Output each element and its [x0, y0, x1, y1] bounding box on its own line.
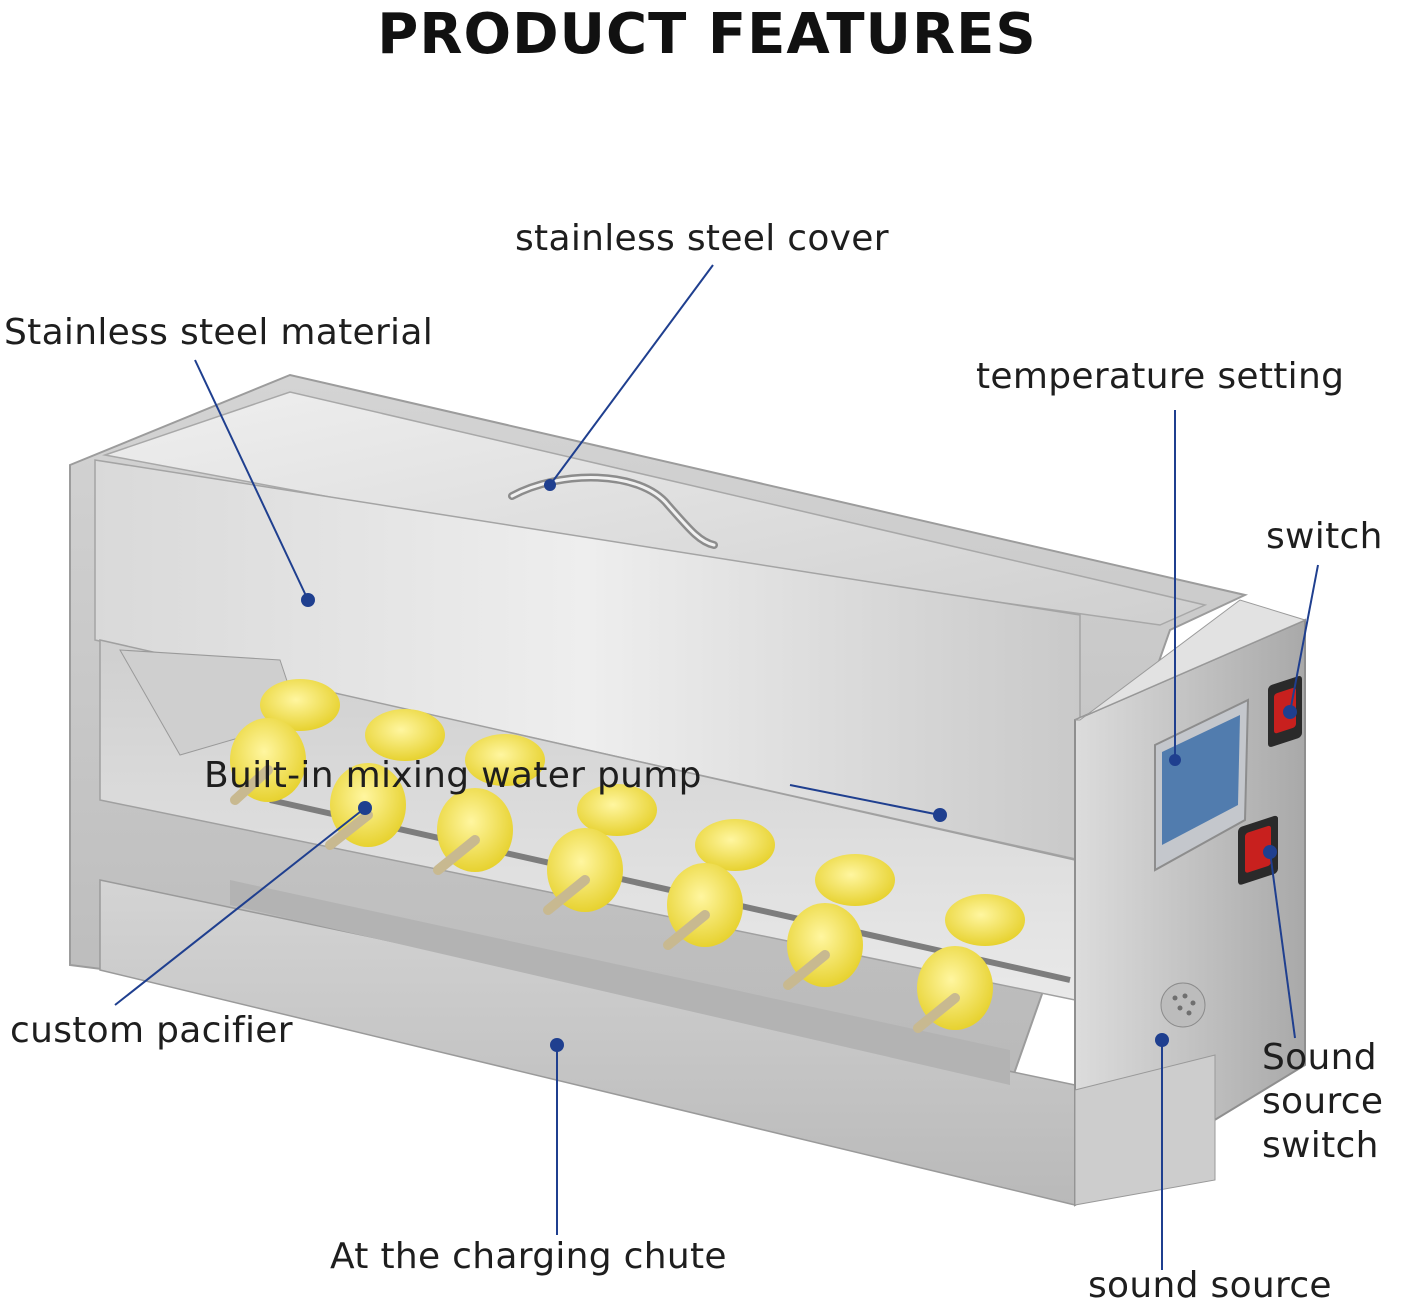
speaker-grille	[1160, 982, 1206, 1028]
callout-material	[194, 359, 309, 601]
callout-cover	[549, 264, 714, 486]
label-sound-source-switch-line3: switch	[1262, 1125, 1379, 1166]
label-sound-source: sound source	[1088, 1265, 1332, 1306]
callout-pump	[789, 784, 941, 816]
callout-pacifier	[114, 807, 366, 1006]
back-row-pacifiers	[260, 679, 1025, 946]
label-sound-source-switch-line2: source	[1262, 1081, 1384, 1122]
callouts	[114, 264, 1319, 1270]
label-temperature-setting: temperature setting	[976, 356, 1345, 397]
label-sound-source-switch-line1: Sound	[1262, 1037, 1377, 1078]
label-stainless-steel-material: Stainless steel material	[4, 312, 434, 353]
callout-sound-switch	[1269, 851, 1296, 1039]
label-sound-source-switch: Sound source switch	[1262, 1036, 1414, 1168]
label-stainless-steel-cover: stainless steel cover	[515, 218, 889, 259]
page-title: PRODUCT FEATURES	[377, 2, 1037, 67]
callout-dots	[301, 479, 1297, 1052]
label-switch: switch	[1266, 516, 1383, 557]
label-built-in-pump: Built-in mixing water pump	[204, 755, 702, 796]
callout-switch	[1289, 564, 1319, 713]
label-custom-pacifier: custom pacifier	[10, 1010, 293, 1051]
label-charging-chute: At the charging chute	[330, 1236, 727, 1277]
